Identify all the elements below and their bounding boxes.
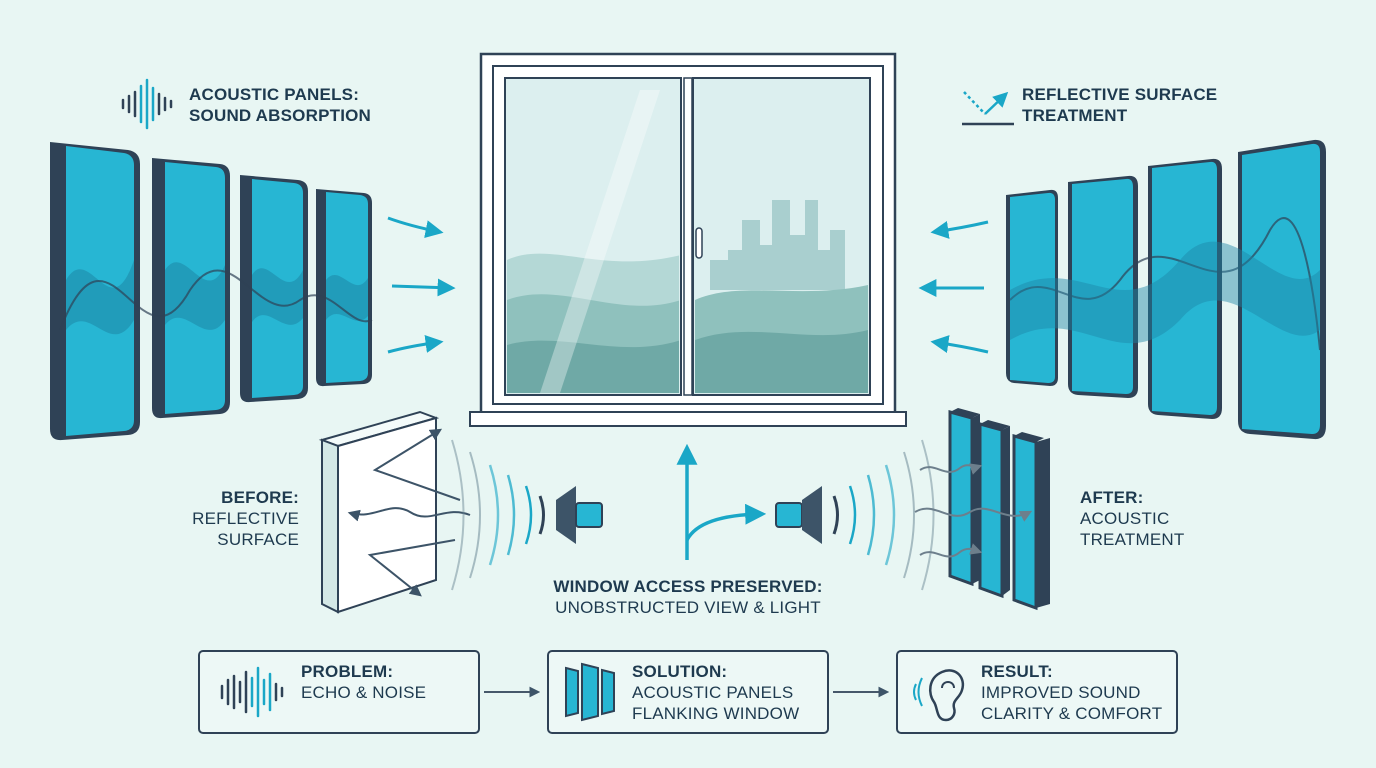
solution-panels-icon [565, 662, 615, 722]
result-ear-icon [913, 669, 965, 722]
window-view-right [695, 200, 868, 393]
after-label-line2: TREATMENT [1080, 530, 1185, 549]
acoustic-panel [316, 189, 372, 387]
top-left-label: ACOUSTIC PANELS: SOUND ABSORPTION [189, 84, 371, 126]
left-acoustic-panels [50, 142, 373, 441]
problem-line1: ECHO & NOISE [301, 683, 427, 702]
after-label-line1: ACOUSTIC [1080, 509, 1170, 528]
acoustic-panel [1148, 158, 1222, 419]
before-label: BEFORE: REFLECTIVE SURFACE [192, 487, 299, 550]
after-label-title: AFTER: [1080, 488, 1144, 507]
top-right-label: REFLECTIVE SURFACE TREATMENT [1022, 84, 1217, 126]
before-label-title: BEFORE: [221, 488, 299, 507]
window-sill [469, 411, 907, 427]
problem-soundwave-icon [220, 666, 284, 718]
problem-box [198, 650, 480, 734]
result-text: RESULT: IMPROVED SOUND CLARITY & COMFORT [981, 661, 1162, 724]
result-line1: IMPROVED SOUND [981, 683, 1141, 702]
window-access-label: WINDOW ACCESS PRESERVED: UNOBSTRUCTED VI… [538, 576, 838, 618]
result-line2: CLARITY & COMFORT [981, 704, 1163, 723]
solution-title: SOLUTION: [632, 662, 728, 681]
top-left-label-subtitle: SOUND ABSORPTION [189, 106, 372, 125]
window-access-subtitle: UNOBSTRUCTED VIEW & LIGHT [555, 598, 821, 617]
reflective-wall [318, 410, 545, 614]
left-incoming-arrows [387, 216, 456, 354]
problem-text: PROBLEM: ECHO & NOISE [301, 661, 426, 703]
after-acoustic-panels [914, 408, 1050, 611]
acoustic-panel [1068, 175, 1138, 398]
soundwave-icon [121, 78, 173, 130]
solution-line1: ACOUSTIC PANELS [632, 683, 794, 702]
after-label: AFTER: ACOUSTIC TREATMENT [1080, 487, 1184, 550]
window-access-title: WINDOW ACCESS PRESERVED: [553, 577, 823, 596]
top-left-label-title: ACOUSTIC PANELS: [189, 85, 360, 104]
before-label-line2: SURFACE [217, 530, 299, 549]
right-incoming-arrows [918, 220, 989, 354]
acoustic-panel [240, 175, 308, 403]
result-box [896, 650, 1178, 734]
solution-line2: FLANKING WINDOW [632, 704, 800, 723]
acoustic-panel [1238, 139, 1326, 440]
window-access-arrows [676, 443, 767, 560]
top-right-label-subtitle: TREATMENT [1022, 106, 1128, 125]
window-handle [695, 227, 703, 259]
problem-title: PROBLEM: [301, 662, 394, 681]
reflection-arrow-icon [962, 91, 1014, 126]
before-label-line1: REFLECTIVE [192, 509, 299, 528]
speaker-icon-left [556, 486, 603, 544]
right-acoustic-panels [1006, 139, 1326, 440]
flow-diagram [198, 650, 1178, 734]
acoustic-panel [50, 142, 140, 441]
speaker-icon-right [775, 439, 935, 591]
window-view-left [507, 90, 679, 393]
window [469, 52, 907, 427]
solution-text: SOLUTION: ACOUSTIC PANELS FLANKING WINDO… [632, 661, 799, 724]
top-right-label-title: REFLECTIVE SURFACE [1022, 85, 1218, 104]
solution-box [547, 650, 829, 734]
result-title: RESULT: [981, 662, 1053, 681]
